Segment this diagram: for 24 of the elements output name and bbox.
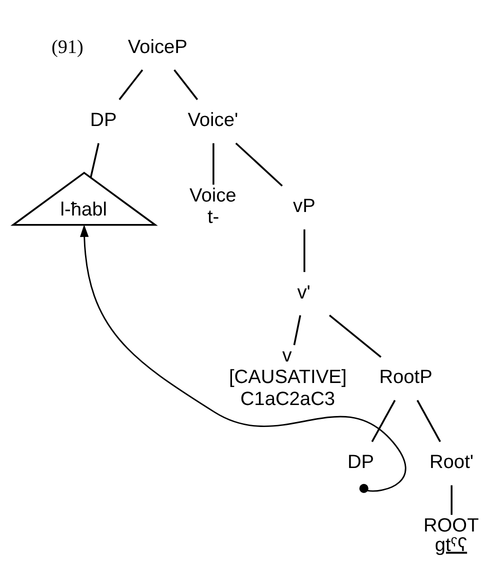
connector — [304, 229, 306, 272]
arrow — [80, 224, 406, 494]
node-text: DP — [347, 452, 374, 474]
node-text: VoiceP — [128, 36, 188, 58]
node-text: Root' — [429, 452, 474, 474]
node-text: v [CAUSATIVE] C1aC2aC3 — [228, 346, 347, 410]
node-text: vP — [293, 196, 316, 218]
label: (91) — [51, 36, 84, 58]
connector — [174, 69, 198, 100]
connector — [371, 400, 396, 442]
connector — [212, 143, 214, 185]
connector — [118, 69, 144, 100]
node-text: DP — [90, 110, 117, 131]
connector — [293, 315, 302, 346]
node-text: Voice' — [188, 110, 238, 131]
connector — [416, 400, 441, 442]
connector — [328, 314, 382, 358]
node-text: ROOT gtˤʕ — [423, 516, 479, 556]
connector — [235, 142, 283, 187]
connector — [450, 485, 453, 515]
node-text: RootP — [379, 367, 432, 388]
node-text: v' — [297, 282, 310, 304]
connector — [90, 143, 100, 178]
node-text: Voice t- — [189, 185, 236, 228]
